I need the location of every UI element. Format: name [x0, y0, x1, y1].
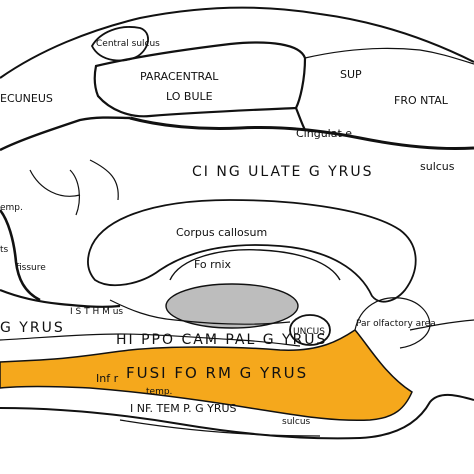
- label-cingulate-sulcus-1: Cingulat e: [296, 127, 352, 140]
- label-lobule: LO BULE: [166, 90, 213, 103]
- label-frontal: FRO NTAL: [394, 94, 449, 107]
- label-corpus-callosum: Corpus callosum: [176, 226, 267, 239]
- label-sup: SUP: [340, 68, 362, 81]
- isthmus-outline: [109, 299, 291, 325]
- label-temp: temp.: [146, 387, 172, 397]
- cingulate-sulcus-upturn: [294, 107, 306, 131]
- label-inf-temp: I NF. TEM P. G YRUS: [130, 402, 237, 415]
- fusiform-gyrus-region: [0, 329, 413, 422]
- label-parolfactory: Par olfactory area: [356, 319, 436, 329]
- label-calc: emp.: [0, 203, 23, 213]
- label-ts: ts: [0, 245, 9, 255]
- brain-outer-outline: [0, 6, 474, 79]
- central-sulcus-region: [90, 26, 149, 62]
- corpus-callosum-outer: [87, 199, 417, 303]
- precuneus-sulcus-2: [69, 169, 80, 216]
- frontal-medial-curve: [409, 319, 474, 331]
- label-fornix: Fo rnix: [194, 258, 232, 271]
- label-central: Central sulcus: [96, 39, 160, 49]
- label-gyrus-left: G YRUS: [0, 320, 65, 336]
- label-cingulate-sulcus-2: sulcus: [420, 160, 455, 173]
- label-inf: Inf r: [96, 372, 119, 385]
- fornix-arc: [169, 249, 341, 281]
- thalamus-shaded: [165, 283, 299, 329]
- paracentral-lobule-outline: [93, 41, 307, 118]
- label-fissure: fissure: [16, 263, 46, 273]
- precuneus-sulcus-1: [29, 169, 81, 197]
- uncus-shape: [289, 314, 331, 346]
- inf-temp-outline: [119, 419, 321, 437]
- parolfactory-outline: [354, 297, 431, 349]
- label-uncus: UNCUS: [293, 327, 325, 337]
- sup-frontal-border: [304, 47, 474, 65]
- hippocampal-boundary: [0, 333, 301, 347]
- label-hippocampal: HI PPO CAM PAL G YRUS: [116, 332, 327, 348]
- cingulate-sulcus-line: [129, 116, 474, 151]
- label-sulcus-bottom: sulcus: [282, 417, 311, 427]
- label-precuneus: ECUNEUS: [0, 92, 53, 105]
- label-fusiform: FUSI FO RM G YRUS: [126, 364, 308, 382]
- precuneus-outline: [0, 116, 131, 152]
- brain-bottom-outline: [0, 394, 474, 440]
- label-cingulate-gyrus: CI NG ULATE G YRUS: [192, 164, 374, 180]
- label-paracentral: PARACENTRAL: [140, 70, 219, 83]
- label-isthmus: I S T H M us: [70, 307, 123, 317]
- precuneus-sulcus-3: [89, 159, 119, 201]
- calcarine-fissure: [0, 288, 121, 308]
- parieto-occipital-line: [0, 209, 41, 302]
